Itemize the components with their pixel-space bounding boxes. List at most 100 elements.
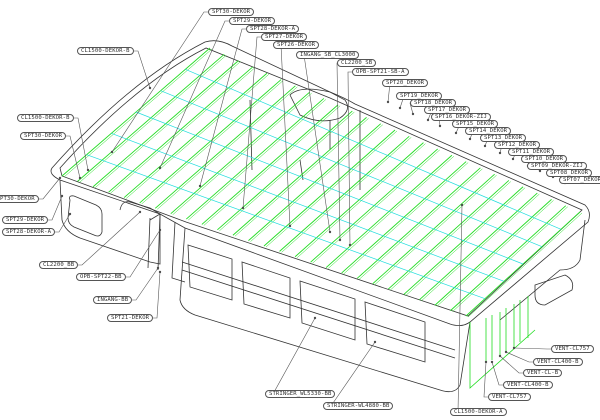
leader-dot <box>498 151 502 155</box>
leader-line <box>132 267 159 301</box>
callout-label: STRINGER_WL5330-BB <box>265 390 336 398</box>
leader-dot <box>313 316 317 320</box>
leader-dot <box>373 340 377 344</box>
leader-line <box>269 317 316 395</box>
deck-stringer <box>160 90 543 247</box>
deck-stringer <box>86 154 486 299</box>
leader-line <box>74 117 89 171</box>
deck-slats <box>61 47 583 318</box>
leader-dot <box>398 106 402 110</box>
deck-stringer <box>185 69 562 230</box>
leader-dot <box>504 350 508 354</box>
callout-label: VENT-CL757 <box>488 393 531 401</box>
front-hull-side <box>179 227 471 393</box>
leader-dot <box>386 100 390 104</box>
leader-line <box>499 355 523 374</box>
callout-label: CL2200_SB <box>337 59 377 67</box>
leader-dot <box>338 238 342 242</box>
leader-line <box>39 177 61 200</box>
right-hull-side <box>499 219 586 321</box>
leader-dot <box>498 354 502 358</box>
vents <box>469 296 536 389</box>
leader-line <box>336 62 341 241</box>
leader-dot <box>110 150 114 154</box>
callout-label: SPT27-DEKOR <box>261 33 308 41</box>
leader-dot <box>438 124 442 128</box>
cabin-notch <box>289 88 348 122</box>
deck-slat <box>467 212 583 318</box>
leader-line <box>126 229 161 278</box>
leader-dot <box>490 360 494 364</box>
front-hull-window-4 <box>364 301 426 363</box>
leader-dot <box>468 137 472 141</box>
deck-outer-edge <box>50 40 590 326</box>
leader-line <box>491 361 503 386</box>
callout-label: OPB-SPT22-BB <box>76 273 126 281</box>
front-hull-window-3 <box>299 280 356 341</box>
leader-dot <box>538 169 542 173</box>
front-hull-window-2 <box>241 261 291 319</box>
callout-label: CL1500-DEKOR-A <box>450 408 507 416</box>
leader-line <box>159 20 229 169</box>
leader-line <box>513 347 551 350</box>
leader-dot <box>156 266 160 270</box>
front-hull-rubrail <box>181 261 456 359</box>
deck-stringer <box>135 111 524 265</box>
leader-dot <box>454 131 458 135</box>
callout-label: SPT30-DEKOR <box>208 8 255 16</box>
leader-line <box>153 271 161 319</box>
leader-dot <box>138 210 142 214</box>
callout-label: CL1500-DEKOR-B <box>17 114 74 122</box>
callout-label: VENT-CL400-B <box>503 381 553 389</box>
vent-lines <box>469 296 536 389</box>
leader-line <box>66 135 81 179</box>
callout-label: SPT20_DEKOR <box>382 79 429 87</box>
leader-line <box>242 36 261 209</box>
leader-line <box>48 195 63 221</box>
callout-label: SPT26-DEKOR <box>273 41 320 49</box>
leader-line <box>483 361 488 398</box>
leader-line <box>199 28 246 187</box>
callout-label: CL2200_BB <box>39 261 79 269</box>
callout-label: INGANG-BB <box>93 296 133 304</box>
callout-label: SPT07_DEKOR <box>559 176 600 184</box>
leader-dot <box>460 203 464 207</box>
left-bulkhead <box>147 213 186 283</box>
left-hull-window <box>67 195 103 237</box>
swim-platform <box>534 274 574 306</box>
leader-dot <box>158 166 162 170</box>
leader-line <box>111 11 208 153</box>
leader-dot <box>158 270 162 274</box>
front-hull-window-1 <box>187 244 233 301</box>
leader-dot <box>512 346 516 350</box>
leader-line <box>347 71 352 246</box>
callout-label: SPT30-DEKOR <box>20 132 67 140</box>
leader-dot <box>68 212 72 216</box>
leader-dot <box>60 194 64 198</box>
callout-label: SPT28-DEKOR-A <box>246 25 300 33</box>
leader-line <box>134 50 151 89</box>
callout-label: PT30-DEKOR <box>0 195 39 203</box>
callout-label: STRINGER-WL4880-BB <box>323 402 394 410</box>
callout-label: OPB-SPT21-SB-A <box>352 68 409 76</box>
callout-label: INGANG_SB_CL3000 <box>296 51 360 59</box>
leader-dot <box>511 157 515 161</box>
cockpit-step <box>119 201 161 221</box>
leader-dot <box>148 86 152 90</box>
leader-dot <box>58 176 62 180</box>
leader-dot <box>484 360 488 364</box>
callout-label: SPT21-DEKOR <box>107 314 154 322</box>
leader-dot <box>158 228 162 232</box>
callout-label: SPT28-DEKOR-A <box>2 228 56 236</box>
leader-dot <box>198 184 202 188</box>
leader-dot <box>241 206 245 210</box>
leader-line <box>55 213 71 233</box>
callout-label: CL1500-DEKOR-B <box>77 47 134 55</box>
leader-dot <box>78 176 82 180</box>
leader-dot <box>348 243 352 247</box>
leader-dot <box>328 230 332 234</box>
callout-label: VENT-CL400-B <box>533 358 583 366</box>
left-hull-side <box>59 179 161 265</box>
callout-label: VENT-CL-B <box>523 369 563 377</box>
